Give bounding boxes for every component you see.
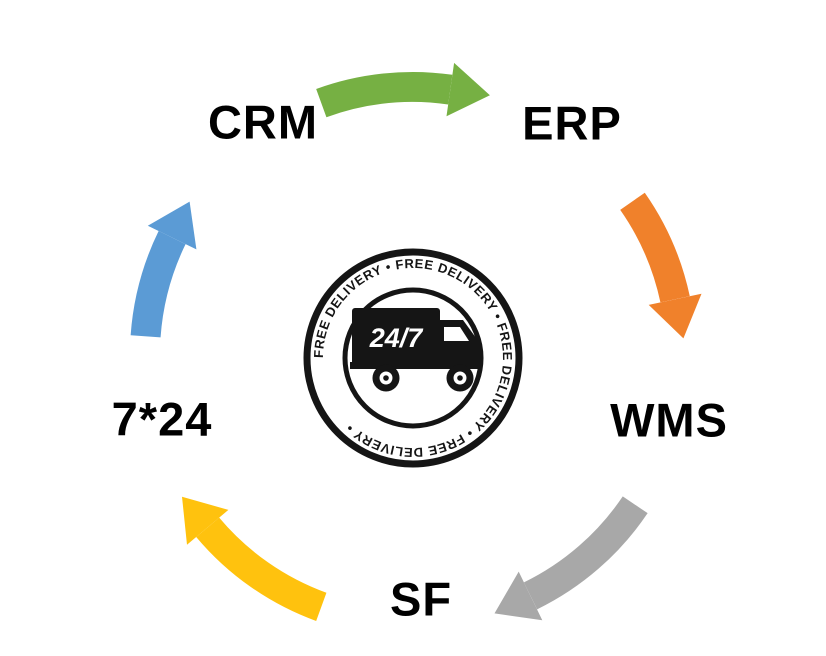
arrow-crm-to-erp <box>316 62 490 118</box>
truck-cargo-box <box>352 308 440 366</box>
arrow-shaft <box>620 192 690 303</box>
truck-windshield <box>444 327 469 341</box>
truck-24-7-label: 24/7 <box>369 323 425 353</box>
arrow-shaft <box>130 231 186 338</box>
free-delivery-badge: FREE DELIVERY • FREE DELIVERY • FREE DEL… <box>303 248 523 468</box>
arrow-shaft <box>523 496 648 610</box>
arrow-shaft <box>196 517 327 621</box>
node-label-wms: WMS <box>610 393 728 447</box>
delivery-truck-icon: 24/7 <box>350 308 480 392</box>
truck-front-wheel <box>446 364 474 392</box>
arrow-shaft <box>316 71 453 118</box>
arrow-support-to-crm <box>130 201 197 338</box>
node-label-sf: SF <box>389 572 453 626</box>
arrow-head <box>648 293 702 339</box>
truck-rear-wheel <box>372 364 400 392</box>
truck-chassis <box>350 362 480 369</box>
node-label-erp: ERP <box>522 96 622 150</box>
arrow-wms-to-sf <box>494 496 648 621</box>
arrow-head <box>446 62 490 117</box>
arrow-head <box>182 496 229 545</box>
arrow-head <box>147 201 197 250</box>
arrow-sf-to-support <box>182 496 327 621</box>
node-label-7-24: 7*24 <box>111 392 213 446</box>
node-label-crm: CRM <box>207 95 319 149</box>
arrow-head <box>494 571 543 621</box>
arrow-erp-to-wms <box>620 192 702 339</box>
